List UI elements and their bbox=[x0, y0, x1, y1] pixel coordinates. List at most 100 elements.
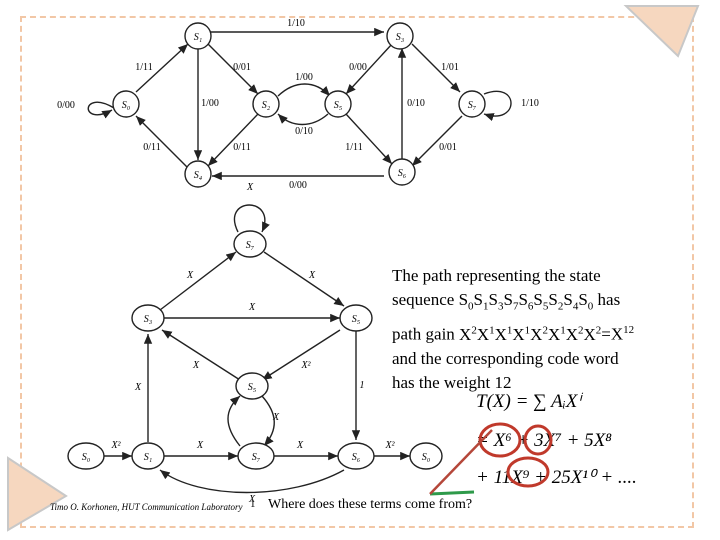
edge-label: 0/00 bbox=[349, 62, 367, 73]
graph-node bbox=[409, 442, 443, 470]
edge-label: 1/00 bbox=[295, 72, 313, 83]
highlight-circle bbox=[478, 422, 522, 458]
state-label: S₁ bbox=[194, 32, 202, 43]
edge-label: 1/11 bbox=[135, 62, 152, 73]
gain-label: X bbox=[272, 412, 280, 423]
sequence-term: S6 bbox=[518, 290, 534, 313]
state-label: S₂ bbox=[262, 100, 271, 111]
state-node bbox=[184, 22, 212, 50]
gain-label: X bbox=[246, 182, 254, 193]
pointer-arrow bbox=[429, 429, 493, 495]
state-node bbox=[388, 158, 416, 186]
node-label: S₀ bbox=[82, 452, 91, 463]
state-label: S₀ bbox=[122, 100, 131, 111]
gain-label: X² bbox=[300, 360, 311, 371]
graph-node bbox=[67, 442, 105, 470]
edge-label: 0/10 bbox=[295, 126, 313, 137]
edge-label: 1/10 bbox=[287, 18, 305, 29]
explanation-line: has the weight 12 bbox=[392, 373, 512, 393]
state-label: S₃ bbox=[396, 32, 405, 43]
pointer-arrow bbox=[429, 490, 475, 496]
sequence-term: S3 bbox=[488, 290, 504, 313]
graph-node bbox=[131, 304, 165, 332]
node-label: S₃ bbox=[144, 314, 153, 325]
sequence-term: X1 bbox=[547, 324, 566, 345]
gain-label: X bbox=[186, 270, 194, 281]
graph-node bbox=[233, 230, 267, 258]
edge-label: 0/01 bbox=[233, 62, 251, 73]
sequence-term: X1 bbox=[476, 324, 495, 345]
state-label: S₆ bbox=[398, 168, 407, 179]
graph-node bbox=[237, 442, 275, 470]
path-gain-product: X2X1X1X1X2X1X2X2 bbox=[459, 324, 602, 345]
corner-triangle-top-right bbox=[623, 5, 700, 58]
question-text: Where does these terms come from? bbox=[268, 497, 473, 512]
state-node bbox=[112, 90, 140, 118]
sequence-term: X1 bbox=[494, 324, 513, 345]
state-node bbox=[324, 90, 352, 118]
node-label: S₁ bbox=[144, 452, 152, 463]
transfer-function-line-2: = X⁶ + 3X⁷ + 5X⁸ bbox=[476, 430, 612, 451]
edge-label: 1/11 bbox=[345, 142, 362, 153]
node-label: S₇ bbox=[246, 240, 255, 251]
state-sequence: S0S1S3S7S6S5S2S4S0 bbox=[458, 290, 594, 313]
explanation-line: and the corresponding code word bbox=[392, 349, 619, 369]
gain-label: X bbox=[192, 360, 200, 371]
highlight-circle bbox=[523, 424, 553, 456]
gain-label: 1 bbox=[360, 380, 365, 391]
gain-label: X bbox=[248, 302, 256, 313]
graph-node bbox=[337, 442, 375, 470]
node-label: S₇ bbox=[252, 452, 261, 463]
explanation-line: sequence S0S1S3S7S6S5S2S4S0 has bbox=[392, 290, 621, 313]
edge-label: 1/01 bbox=[441, 62, 459, 73]
transfer-function-line-1: T(X) = ∑ AᵢXⁱ bbox=[476, 391, 581, 412]
state-label: S₇ bbox=[468, 100, 477, 111]
gain-label: X bbox=[248, 494, 256, 505]
sequence-term: X2 bbox=[530, 324, 548, 345]
state-node bbox=[386, 22, 414, 50]
edge-label: 1/10 bbox=[521, 98, 539, 109]
sequence-term: S1 bbox=[473, 290, 489, 313]
edge-label: 0/00 bbox=[289, 180, 307, 191]
sequence-term: X2 bbox=[583, 324, 602, 345]
edge-label: 0/11 bbox=[143, 142, 160, 153]
sequence-term: S2 bbox=[548, 290, 564, 313]
explanation-line: path gain X2X1X1X1X2X1X2X2=X12 bbox=[392, 324, 635, 345]
sequence-term: X2 bbox=[565, 324, 584, 345]
edge-label: 1/00 bbox=[201, 98, 219, 109]
gain-label: X bbox=[308, 270, 316, 281]
node-label: S₅ bbox=[248, 382, 257, 393]
state-node bbox=[252, 90, 280, 118]
explanation-text: The path representing the state sequence… bbox=[392, 264, 692, 395]
state-node bbox=[184, 160, 212, 188]
gain-label: X bbox=[296, 440, 304, 451]
highlight-circle bbox=[506, 456, 550, 488]
dashed-frame bbox=[20, 16, 694, 528]
gain-label: X bbox=[196, 440, 204, 451]
sequence-term: S4 bbox=[563, 290, 579, 313]
edge-label: 0/00 bbox=[57, 100, 75, 111]
corner-triangle-bottom-left bbox=[7, 456, 68, 532]
node-label: S₅ bbox=[352, 314, 361, 325]
state-label: S₅ bbox=[334, 100, 343, 111]
gain-label: X bbox=[134, 382, 142, 393]
footer-author: Timo O. Korhonen, HUT Communication Labo… bbox=[50, 502, 243, 512]
edge-label: 0/11 bbox=[233, 142, 250, 153]
state-label: S₄ bbox=[194, 170, 203, 181]
sequence-term: S5 bbox=[533, 290, 549, 313]
sequence-term: S7 bbox=[503, 290, 519, 313]
sequence-term: S0 bbox=[458, 290, 474, 313]
sequence-term: X2 bbox=[459, 324, 477, 345]
slide-number: 1 bbox=[250, 498, 256, 510]
gain-label: X² bbox=[384, 440, 395, 451]
graph-node bbox=[235, 372, 269, 400]
gain-label: X² bbox=[110, 440, 121, 451]
node-label: S₀ bbox=[422, 452, 431, 463]
graph-node bbox=[339, 304, 373, 332]
graph-node bbox=[131, 442, 165, 470]
explanation-line: The path representing the state bbox=[392, 266, 601, 285]
state-diagram-top: S₀ S₁ S₂ S₅ S₃ S₄ S₆ S₇ 1/10 1/11 0/00 0… bbox=[57, 18, 539, 191]
